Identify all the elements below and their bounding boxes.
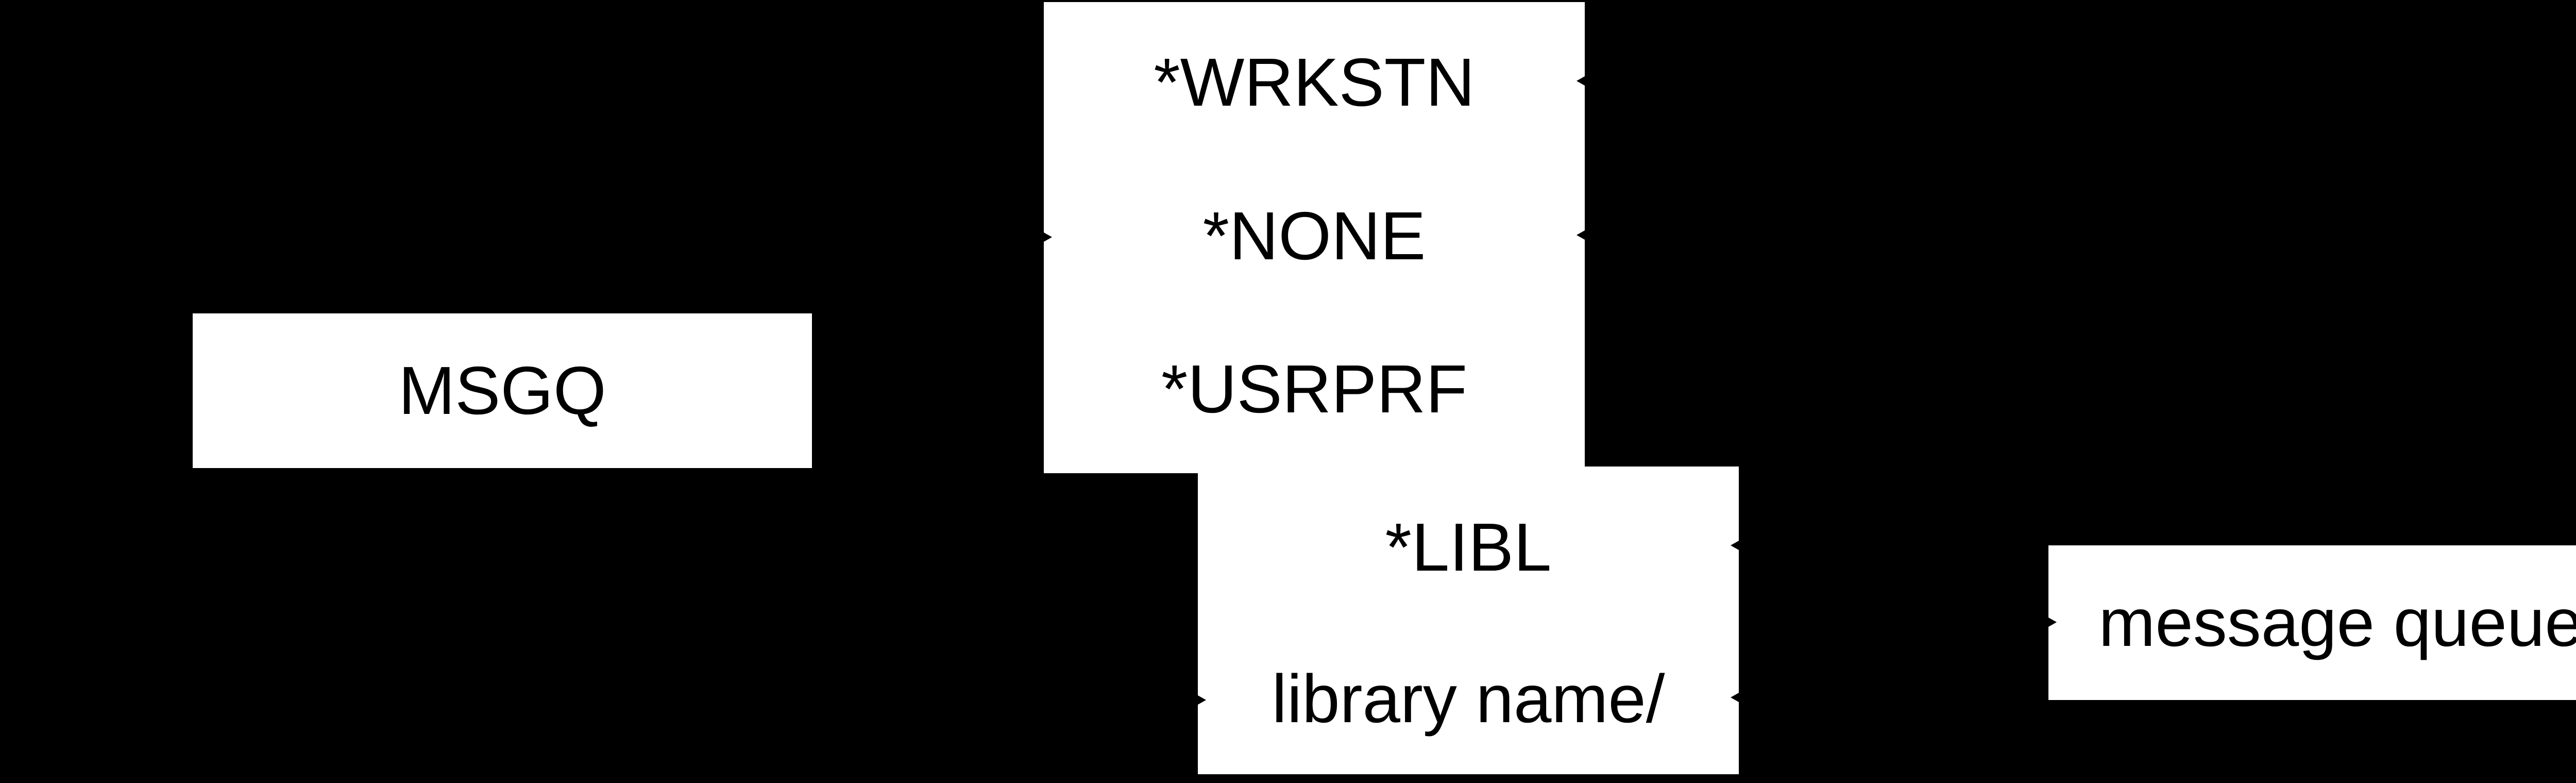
arrowhead-into-qualifier-box-icon bbox=[1198, 695, 1206, 705]
option-libl: *LIBL bbox=[1385, 509, 1552, 585]
option-none: *NONE bbox=[1202, 198, 1426, 274]
choice-box-special-values: *WRKSTN *NONE *USRPRF bbox=[1044, 2, 1585, 473]
option-library-name: library name/ bbox=[1272, 661, 1665, 737]
keyword-label: MSGQ bbox=[398, 353, 606, 428]
arrowhead-into-special-box-icon bbox=[1044, 232, 1052, 242]
value-box-message-queue-name: message queue name bbox=[2048, 545, 2576, 700]
arrowhead-special-box-none-icon bbox=[1577, 230, 1585, 240]
choice-box-library-qualifier: *LIBL library name/ bbox=[1198, 467, 1739, 774]
arrowhead-special-box-wrkstn-icon bbox=[1577, 76, 1585, 86]
arrowhead-into-value-box-icon bbox=[2048, 618, 2057, 627]
option-usrprf: *USRPRF bbox=[1161, 351, 1468, 427]
arrowhead-qualifier-library-icon bbox=[1731, 693, 1739, 702]
keyword-box-msgq: MSGQ bbox=[193, 313, 812, 468]
value-label: message queue name bbox=[2098, 585, 2576, 660]
arrowhead-qualifier-libl-icon bbox=[1731, 541, 1739, 550]
option-wrkstn: *WRKSTN bbox=[1154, 44, 1475, 120]
